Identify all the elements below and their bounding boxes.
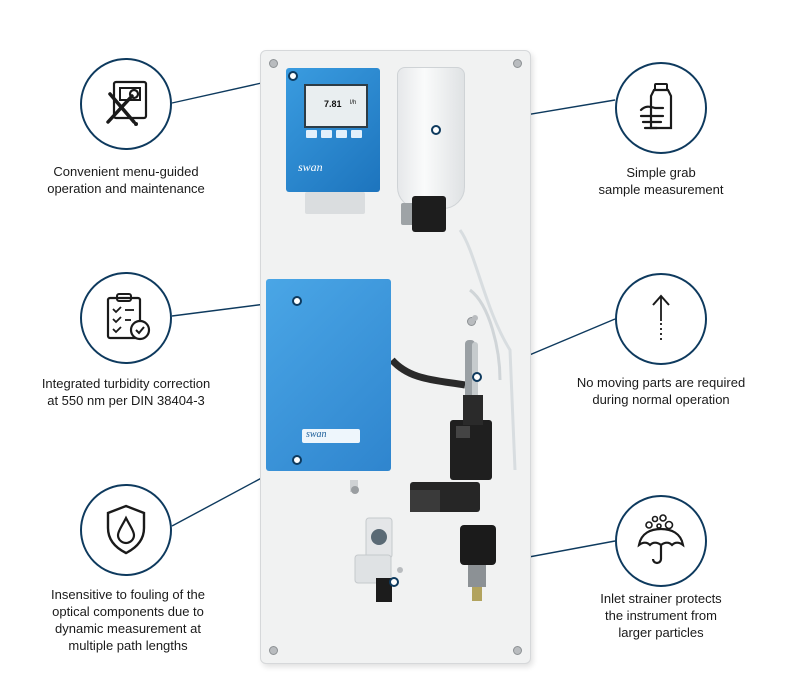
bottle-valve bbox=[412, 196, 446, 232]
hand-bottle-icon bbox=[639, 83, 673, 130]
screw bbox=[513, 59, 522, 68]
cable-glands bbox=[305, 192, 365, 214]
controller-display: 7.81 l/h bbox=[304, 84, 368, 128]
feature-menu-circle bbox=[80, 58, 172, 150]
connector-dot bbox=[472, 372, 482, 382]
flow-cell-drawing bbox=[350, 229, 517, 602]
feature-grab-circle bbox=[615, 62, 707, 154]
screw bbox=[513, 646, 522, 655]
shield-drop-icon bbox=[106, 504, 146, 555]
display-value: 7.81 bbox=[324, 99, 342, 109]
connector-dot bbox=[292, 296, 302, 306]
screw bbox=[269, 646, 278, 655]
feature-moving-circle bbox=[615, 273, 707, 365]
tools-screen-icon bbox=[106, 80, 148, 126]
feature-strainer-circle bbox=[615, 495, 707, 587]
screw bbox=[269, 59, 278, 68]
umbrella-particles-icon bbox=[637, 514, 685, 565]
grab-sample-bottle bbox=[397, 67, 465, 209]
controller-unit: 7.81 l/h swan bbox=[286, 68, 380, 192]
connector-dot bbox=[431, 125, 441, 135]
display-unit: l/h bbox=[350, 100, 357, 106]
feature-turbidity-circle bbox=[80, 272, 172, 364]
photometer-brand: swan bbox=[306, 429, 327, 440]
photometer-housing: swan bbox=[266, 279, 391, 471]
screw bbox=[467, 317, 476, 326]
photometer-brand-tag: swan bbox=[302, 429, 360, 443]
connector-dot bbox=[288, 71, 298, 81]
controller-brand: swan bbox=[298, 160, 323, 174]
clipboard-check-icon bbox=[106, 293, 151, 341]
controller-keys bbox=[306, 130, 362, 138]
feature-fouling-circle bbox=[80, 484, 172, 576]
arrow-up-icon bbox=[652, 294, 670, 343]
connector-dot bbox=[389, 577, 399, 587]
connector-dot bbox=[292, 455, 302, 465]
